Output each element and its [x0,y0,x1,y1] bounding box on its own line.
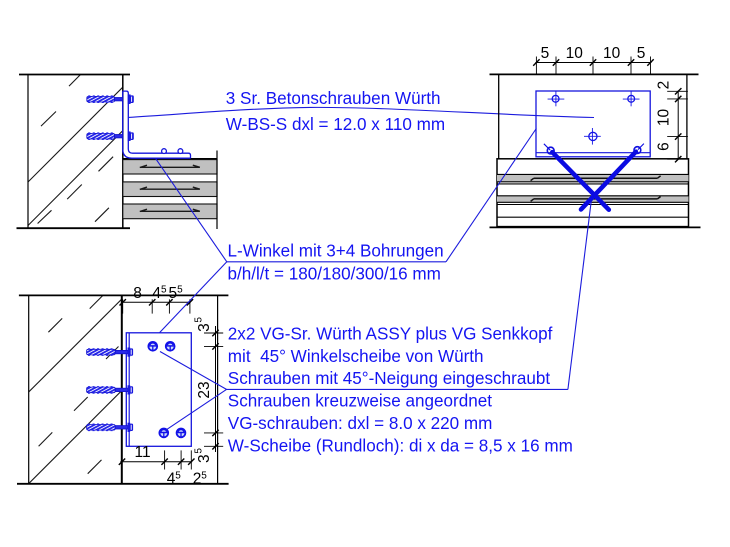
svg-text:10: 10 [603,45,621,62]
svg-text:3: 3 [196,323,213,332]
svg-text:11: 11 [135,444,151,461]
svg-text:Schrauben kreuzweise angeordne: Schrauben kreuzweise angeordnet [228,392,492,411]
svg-text:W-Scheibe (Rundloch): di x da: W-Scheibe (Rundloch): di x da = 8,5 x 16… [228,436,573,455]
svg-text:L-Winkel mit 3+4 Bohrungen: L-Winkel mit 3+4 Bohrungen [228,242,444,261]
svg-text:5: 5 [637,45,646,62]
svg-text:5: 5 [201,471,207,482]
svg-text:5: 5 [194,317,205,323]
svg-text:8: 8 [133,285,142,302]
svg-text:5: 5 [175,471,181,482]
svg-text:5: 5 [177,284,183,295]
svg-text:3 Sr. Betonschrauben Würth: 3 Sr. Betonschrauben Würth [226,89,441,108]
svg-text:10: 10 [566,45,584,62]
svg-text:4: 4 [167,471,176,488]
svg-text:5: 5 [168,285,177,302]
svg-text:2x2 VG-Sr. Würth ASSY plus VG: 2x2 VG-Sr. Würth ASSY plus VG Senkkopf [228,325,553,344]
svg-text:5: 5 [541,45,550,62]
svg-text:5: 5 [161,284,167,295]
svg-text:6: 6 [656,142,673,151]
svg-text:VG-schrauben: dxl = 8.0 x 220: VG-schrauben: dxl = 8.0 x 220 mm [228,414,493,433]
svg-text:4: 4 [152,285,161,302]
svg-text:mit 45° Winkelscheibe von Wür: mit 45° Winkelscheibe von Würth [228,347,484,366]
svg-text:Schrauben mit 45°-Neigung eing: Schrauben mit 45°-Neigung eingeschraubt [228,369,551,388]
svg-text:3: 3 [196,454,213,463]
svg-text:5: 5 [194,448,205,454]
svg-text:W-BS-S dxl = 12.0 x 110 mm: W-BS-S dxl = 12.0 x 110 mm [226,115,445,134]
svg-text:2: 2 [656,81,673,90]
svg-text:10: 10 [656,109,673,127]
svg-text:23: 23 [196,381,213,398]
svg-text:2: 2 [193,471,202,488]
svg-text:b/h/l/t = 180/180/300/16 mm: b/h/l/t = 180/180/300/16 mm [228,265,441,284]
